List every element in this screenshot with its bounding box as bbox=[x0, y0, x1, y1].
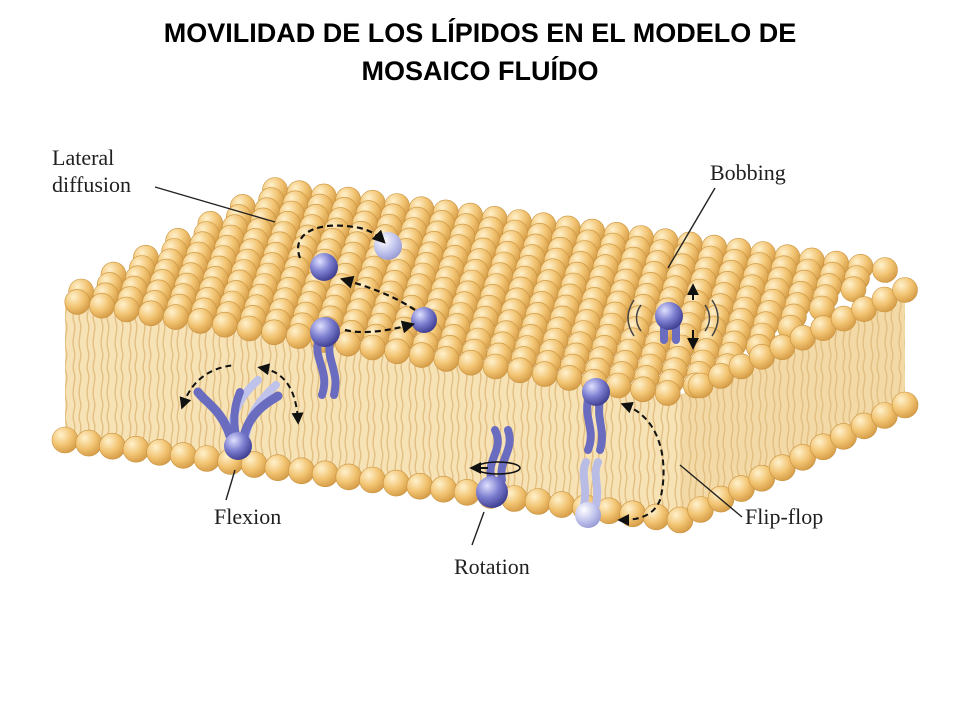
flip-flop-arrow bbox=[617, 401, 665, 526]
phospholipid-head bbox=[642, 503, 670, 531]
leader-bobbing bbox=[667, 187, 716, 269]
phospholipid-head bbox=[892, 277, 918, 303]
phospholipid-head bbox=[335, 463, 363, 491]
lipid-flexion bbox=[179, 363, 304, 460]
phospholipid-head bbox=[212, 311, 238, 338]
label-rotation: Rotation bbox=[454, 554, 530, 579]
lateral-arrow-top bbox=[297, 224, 386, 259]
lateral-arrow-middle bbox=[339, 275, 416, 311]
label-flexion: Flexion bbox=[214, 504, 281, 529]
lipid-head bbox=[582, 378, 610, 406]
phospholipid-head bbox=[264, 454, 292, 482]
lipid-tails bbox=[313, 338, 340, 399]
phospholipid-head bbox=[146, 438, 173, 466]
phospholipid-head bbox=[556, 365, 583, 391]
lipid-tails-ghost bbox=[579, 458, 602, 509]
phospholipid-head bbox=[99, 432, 126, 460]
phospholipid-head bbox=[51, 426, 79, 454]
lipid-tails bbox=[486, 426, 514, 484]
phospholipid-head bbox=[872, 257, 898, 283]
label-lateral-1: Lateral bbox=[52, 145, 114, 170]
phospholipid-head bbox=[359, 334, 386, 361]
phospholipid-head bbox=[193, 445, 221, 472]
lipid-head bbox=[655, 302, 683, 330]
motion-line bbox=[711, 299, 719, 337]
lipid-flip-flop bbox=[575, 378, 665, 528]
phospholipid-head bbox=[406, 472, 434, 500]
lateral-arrow-bottom bbox=[344, 320, 416, 334]
phospholipid-head bbox=[840, 276, 867, 303]
lipid-head bbox=[411, 307, 437, 333]
phospholipid-head bbox=[458, 349, 484, 376]
phospholipid-head bbox=[382, 469, 410, 497]
lipid-head bbox=[310, 317, 340, 347]
title-line-2: MOSAICO FLUÍDO bbox=[361, 56, 599, 86]
phospholipid-head bbox=[288, 457, 315, 485]
phospholipid-head bbox=[311, 460, 339, 488]
phospholipid-head bbox=[524, 488, 552, 515]
leader-flip-flop bbox=[679, 464, 743, 518]
lipid-bobbing bbox=[627, 283, 719, 350]
phospholipid-head bbox=[548, 491, 576, 518]
phospholipid-head bbox=[531, 361, 558, 387]
phospholipid-head bbox=[162, 304, 189, 330]
motion-line bbox=[704, 304, 711, 332]
lower-leaflet-heads bbox=[51, 391, 919, 534]
label-bobbing: Bobbing bbox=[710, 160, 786, 185]
flexion-arrow-left bbox=[179, 364, 236, 410]
phospholipid-head bbox=[261, 319, 287, 346]
phospholipid-head bbox=[430, 475, 457, 503]
phospholipid-head bbox=[138, 300, 164, 327]
phospholipid-head bbox=[630, 376, 656, 403]
lipid-head bbox=[224, 432, 252, 460]
phospholipid-head bbox=[75, 429, 102, 457]
membrane-core bbox=[65, 290, 905, 520]
phospholipid-head bbox=[507, 357, 533, 384]
phospholipid-head bbox=[187, 308, 214, 334]
lipid-head bbox=[310, 253, 338, 281]
title-line-1: MOVILIDAD DE LOS LÍPIDOS EN EL MODELO DE bbox=[163, 18, 797, 48]
leader-lines bbox=[154, 186, 743, 546]
lipid-tails-center bbox=[230, 388, 244, 440]
page-title: MOVILIDAD DE LOS LÍPIDOS EN EL MODELO DE… bbox=[0, 14, 960, 90]
label-flip-flop: Flip-flop bbox=[745, 504, 823, 529]
phospholipid-head bbox=[359, 466, 386, 494]
phospholipid-head bbox=[619, 500, 647, 528]
lipid-head-light bbox=[575, 502, 601, 528]
phospholipid-head bbox=[408, 342, 435, 368]
lipid-rotation bbox=[469, 426, 521, 508]
label-lateral-2: diffusion bbox=[52, 172, 131, 197]
leader-flexion bbox=[225, 469, 236, 501]
phospholipid-head bbox=[482, 353, 509, 380]
leader-lateral bbox=[154, 186, 276, 223]
motion-line bbox=[627, 299, 635, 337]
flexion-arrow-right bbox=[257, 363, 304, 425]
phospholipid-head bbox=[236, 315, 263, 342]
phospholipid-head bbox=[122, 435, 150, 463]
phospholipid-head bbox=[384, 338, 410, 365]
lipid-lateral-diffusion bbox=[297, 224, 437, 399]
lipid-head bbox=[476, 476, 508, 508]
phospholipid-head bbox=[64, 289, 91, 315]
phospholipid-head bbox=[891, 391, 919, 419]
phospholipid-head bbox=[433, 346, 460, 372]
phospholipid-head bbox=[654, 380, 681, 406]
phospholipid-head bbox=[170, 442, 197, 469]
phospholipid-head bbox=[89, 292, 115, 319]
motion-line bbox=[635, 304, 642, 332]
leader-rotation bbox=[471, 511, 485, 546]
phospholipid-head bbox=[285, 323, 312, 349]
phospholipid-head bbox=[113, 296, 140, 323]
